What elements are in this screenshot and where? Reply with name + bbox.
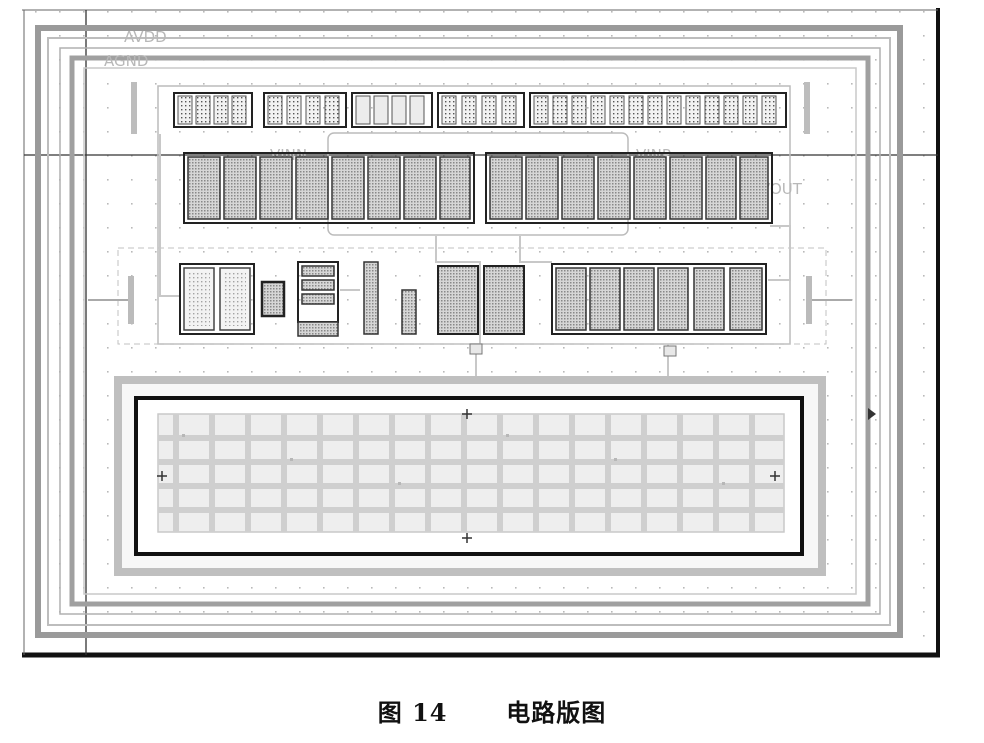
right-rail <box>804 82 810 134</box>
small-device <box>260 280 286 318</box>
circuit-layout: AVDD AGND <box>22 8 940 658</box>
mirror-pair <box>437 265 525 335</box>
figure-caption: 图 14 电路版图 <box>0 693 984 728</box>
left-rail <box>131 82 137 134</box>
alignment-markers <box>157 409 780 543</box>
label-avdd: AVDD <box>124 28 167 46</box>
bias-block-left <box>179 263 255 335</box>
label-agnd: AGND <box>104 52 148 70</box>
input-pair-right <box>485 152 773 224</box>
dashed-region <box>117 247 827 345</box>
vias <box>469 343 677 357</box>
caption-number: 图 14 <box>377 698 448 727</box>
cap-stack <box>297 261 339 337</box>
capacitor-array <box>114 376 826 576</box>
guard-ring <box>35 25 903 638</box>
output-stage <box>551 263 767 335</box>
side-pins <box>88 276 852 324</box>
input-pair-left <box>183 152 475 224</box>
arrow-marker <box>868 408 876 420</box>
top-transistor-row <box>173 92 787 128</box>
resistor-strips <box>363 261 417 335</box>
label-vout: VOUT <box>760 180 803 198</box>
caption-title: 电路版图 <box>506 698 607 727</box>
